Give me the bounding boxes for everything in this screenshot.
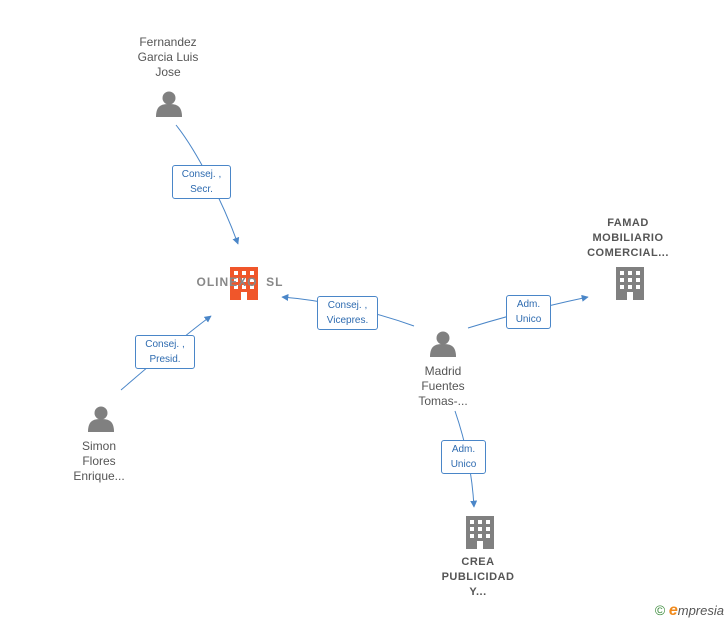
node-label-line: Fernandez xyxy=(139,35,197,49)
edge-label-line: Consej. , xyxy=(181,169,222,180)
edge-label-madrid-crea[interactable]: Adm. Unico xyxy=(441,440,486,474)
person-icon[interactable] xyxy=(430,331,456,358)
building-icon[interactable] xyxy=(466,516,494,549)
node-label-line: OLINEXO SL xyxy=(196,275,284,289)
node-label-line: Enrique... xyxy=(73,469,125,483)
edge-label-fernandez-olinexo[interactable]: Consej. , Secr. xyxy=(172,165,231,199)
edge-label-line: Presid. xyxy=(149,354,181,365)
copyright-symbol: © xyxy=(654,602,666,618)
brand-watermark: © empresia xyxy=(655,602,724,620)
node-label-line: COMERCIAL... xyxy=(587,247,669,259)
person-icon[interactable] xyxy=(156,91,182,118)
node-label-line: Jose xyxy=(155,65,181,79)
edge-label-line: Adm. xyxy=(516,299,541,310)
node-label-famad[interactable]: FAMAD MOBILIARIO COMERCIAL... xyxy=(572,216,684,261)
node-label-line: Madrid xyxy=(424,364,462,378)
edge-label-simon-olinexo[interactable]: Consej. , Presid. xyxy=(135,335,195,369)
brand-logo-initial: e xyxy=(668,602,678,619)
brand-name: mpresia xyxy=(677,603,724,618)
edge-label-madrid-olinexo[interactable]: Consej. , Vicepres. xyxy=(317,296,378,330)
node-label-olinexo[interactable]: OLINEXO SL xyxy=(180,245,300,305)
node-label-fernandez[interactable]: Fernandez Garcia Luis Jose xyxy=(118,35,218,80)
edge-label-line: Unico xyxy=(450,459,477,470)
node-label-line: Y... xyxy=(469,586,487,598)
node-label-line: MOBILIARIO xyxy=(592,232,664,244)
node-label-line: Garcia Luis xyxy=(137,50,199,64)
edge-label-line: Vicepres. xyxy=(326,315,369,326)
node-label-crea[interactable]: CREA PUBLICIDAD Y... xyxy=(422,555,534,600)
edge-label-line: Unico xyxy=(515,314,542,325)
node-label-line: Tomas-... xyxy=(418,394,468,408)
node-label-line: Flores xyxy=(82,454,116,468)
edge-label-line: Consej. , xyxy=(145,339,185,350)
node-label-madrid[interactable]: Madrid Fuentes Tomas-... xyxy=(393,364,493,409)
person-icon[interactable] xyxy=(88,406,114,433)
building-icon[interactable] xyxy=(616,267,644,300)
node-label-line: CREA xyxy=(461,556,495,568)
node-label-line: PUBLICIDAD xyxy=(441,571,515,583)
node-label-line: FAMAD xyxy=(607,217,649,229)
node-label-simon[interactable]: Simon Flores Enrique... xyxy=(49,439,149,484)
node-label-line: Simon xyxy=(81,439,116,453)
edge-label-line: Adm. xyxy=(451,444,476,455)
building-icon[interactable] xyxy=(230,267,258,300)
edge-label-line: Consej. , xyxy=(327,300,368,311)
edge-label-madrid-famad[interactable]: Adm. Unico xyxy=(506,295,551,329)
edge-label-line: Secr. xyxy=(190,184,213,195)
node-label-line: Fuentes xyxy=(421,379,465,393)
